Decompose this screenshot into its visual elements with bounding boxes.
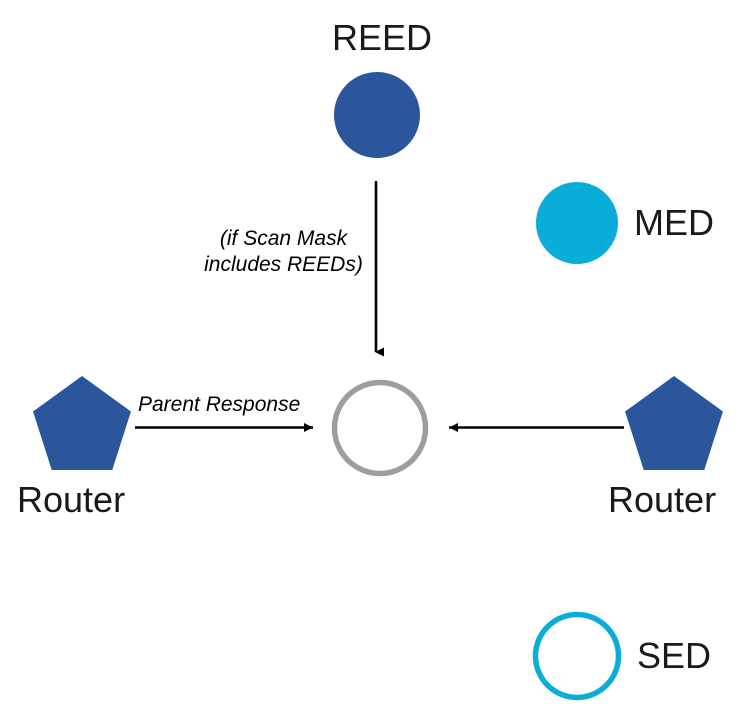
node-label-sed: SED — [637, 635, 712, 676]
node-label-reed: REED — [332, 17, 433, 58]
router-right-node-pentagon[interactable] — [625, 376, 723, 470]
center-node-circle[interactable] — [331, 379, 429, 477]
node-label-router-right: Router — [608, 479, 717, 520]
router-left-node-pentagon[interactable] — [33, 376, 131, 470]
edge-label-parent-response: Parent Response — [138, 393, 301, 416]
node-label-med: MED — [634, 202, 714, 243]
node-label-router-left: Router — [17, 479, 126, 520]
edge-label-scan-mask-line1: (if Scan Mask — [219, 227, 348, 250]
edge-label-scan-mask-line2: includes REEDs) — [204, 252, 363, 276]
med-node-circle[interactable] — [536, 182, 618, 264]
reed-node-circle[interactable] — [334, 72, 420, 158]
edge-label-scan-mask: (if Scan Mask includes REEDs) — [196, 226, 371, 277]
sed-node-circle[interactable] — [532, 611, 622, 701]
